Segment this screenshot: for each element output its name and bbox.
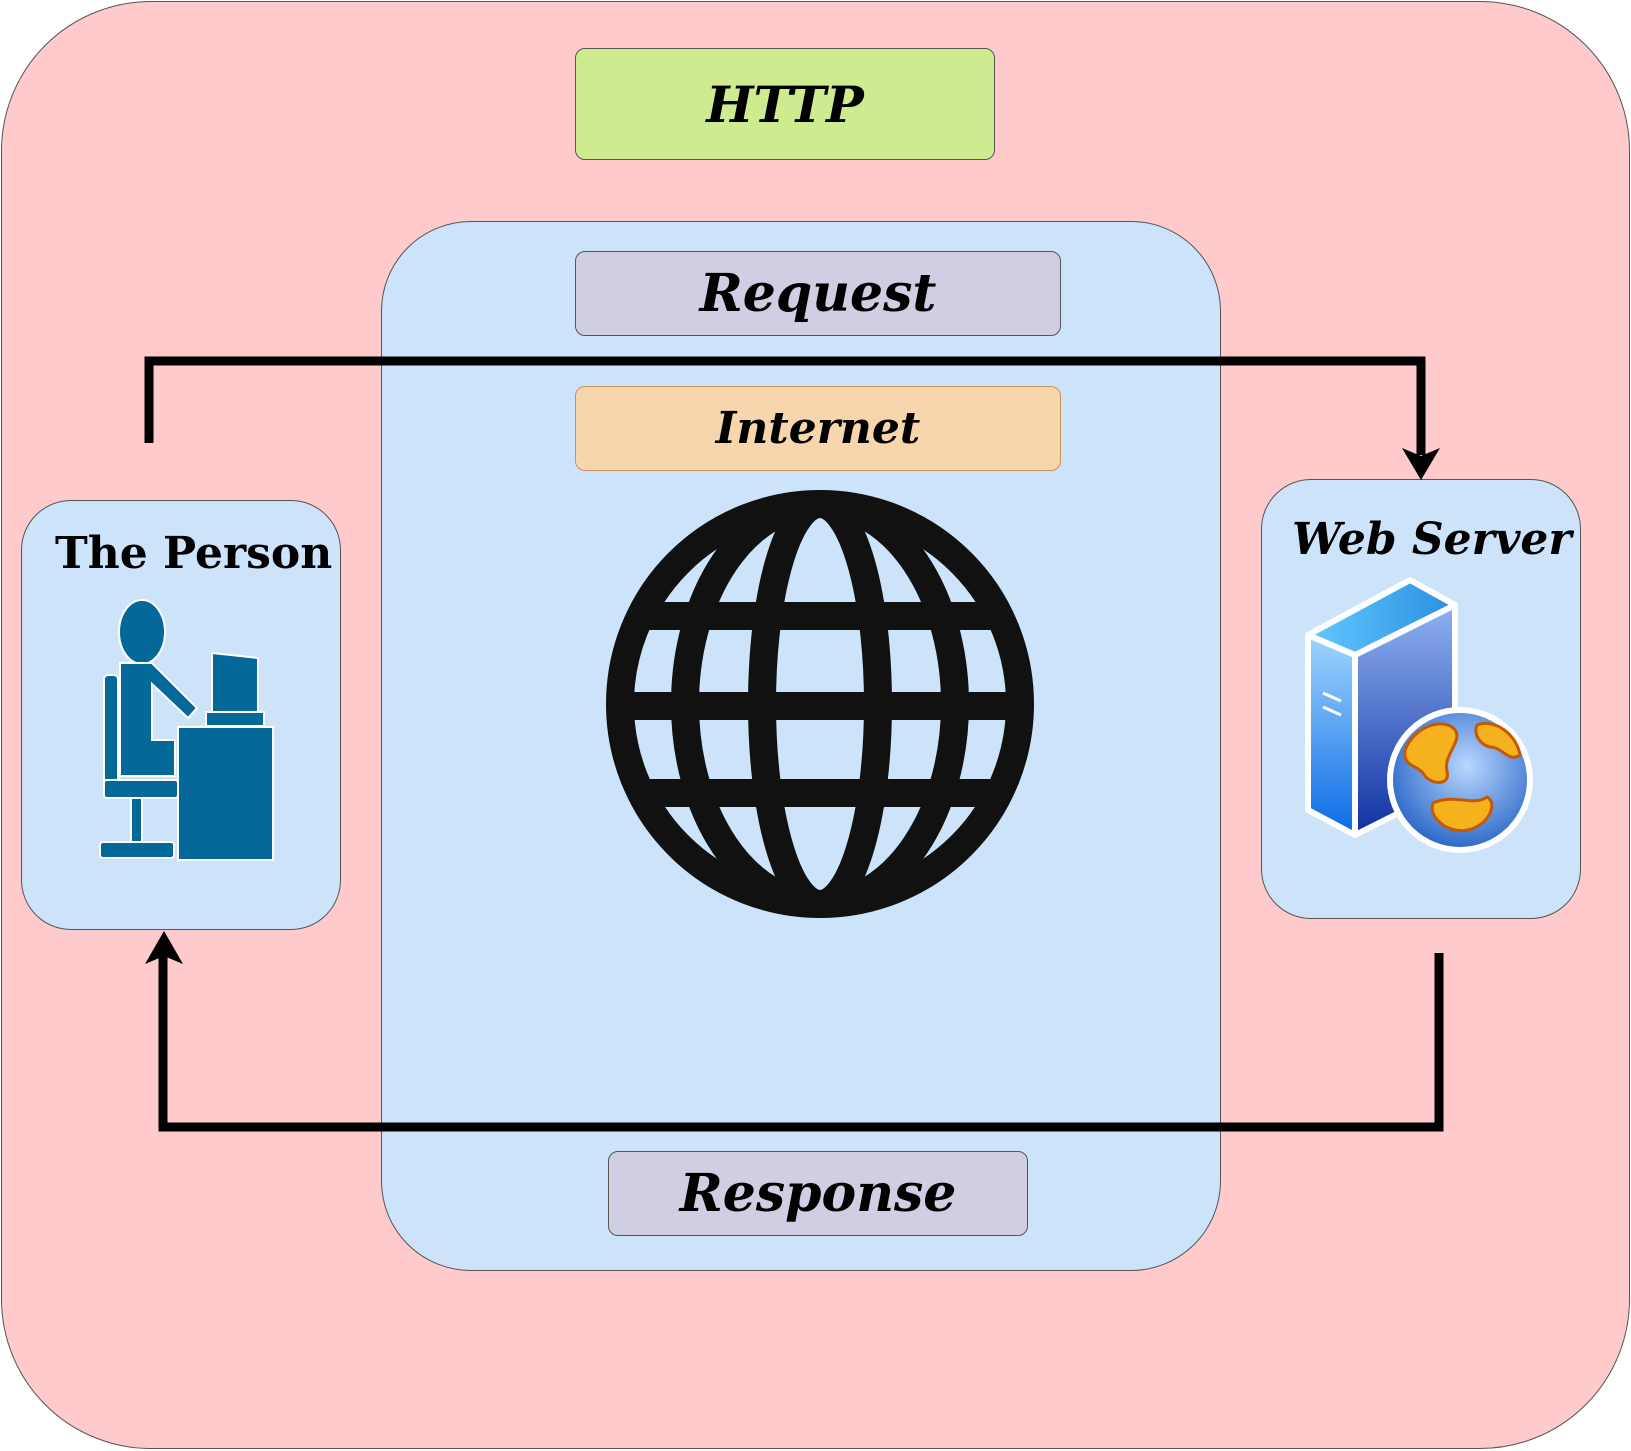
person-node-title: The Person: [55, 528, 333, 579]
person-at-computer-icon: [99, 599, 274, 861]
web-server-icon: [1305, 577, 1533, 853]
server-node-title: Web Server: [1292, 514, 1572, 565]
internet-label: Internet: [575, 386, 1061, 471]
globe-icon: [606, 490, 1034, 918]
response-label: Response: [608, 1151, 1028, 1236]
request-label: Request: [575, 251, 1061, 336]
http-title-label: HTTP: [575, 48, 995, 160]
